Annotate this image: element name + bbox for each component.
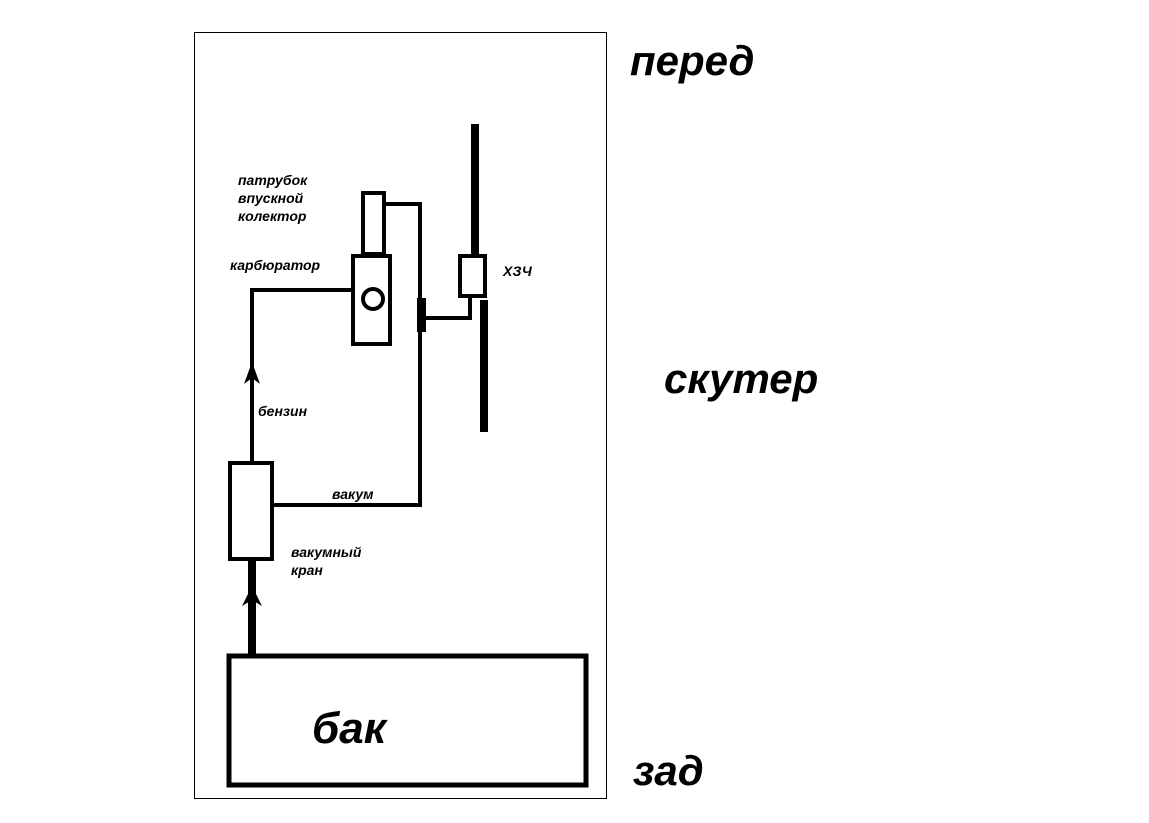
carburetor-jet-icon — [361, 287, 385, 311]
intake-pipe-label-3: колектор — [238, 208, 307, 224]
arrow-up-icon — [244, 362, 260, 384]
fuel-line-valve-to-carb — [250, 288, 352, 463]
tank-label: бак — [312, 704, 389, 753]
rear-label: зад — [633, 747, 704, 794]
cylinder-head-vacuum-tap — [424, 298, 472, 320]
front-label: перед — [630, 37, 755, 84]
vacuum-line — [272, 202, 422, 507]
intake-pipe-label-2: впускной — [238, 190, 304, 206]
vacuum-valve-box — [228, 461, 274, 561]
scooter-frame — [194, 32, 607, 799]
intake-pipe-box — [361, 191, 386, 256]
vacuum-valve-label-2: кран — [291, 562, 323, 578]
vacuum-valve-label-1: вакумный — [291, 544, 362, 560]
tank-box — [226, 653, 589, 788]
t-junction — [417, 298, 426, 332]
arrow-up-icon — [242, 586, 262, 606]
cylinder-head-box — [458, 254, 487, 298]
vacuum-line-label: вакум — [332, 486, 374, 502]
fuel-line-label: бензин — [258, 403, 308, 419]
intake-pipe-label-1: патрубок — [238, 172, 308, 188]
cylinder-head-label: ХЗЧ — [502, 263, 533, 279]
carburetor-label: карбюратор — [230, 257, 321, 273]
scooter-label: скутер — [664, 355, 818, 402]
